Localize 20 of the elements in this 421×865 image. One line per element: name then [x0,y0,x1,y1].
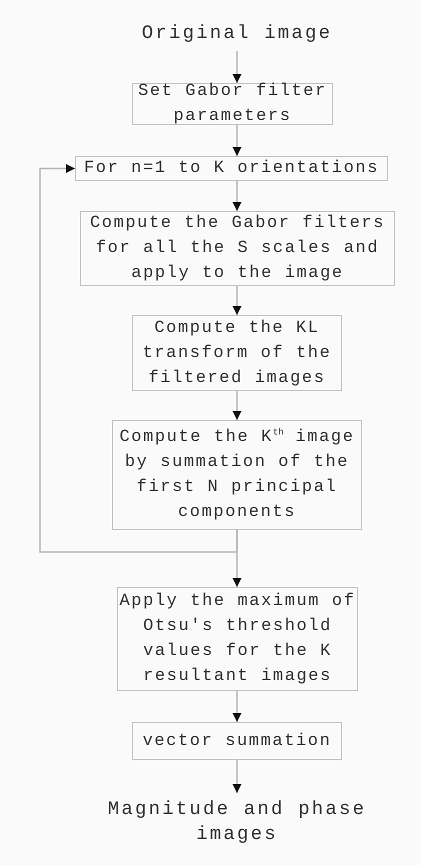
terminal-label: Magnitude and phase images [106,797,368,847]
step-text: Apply the maximum of Otsu's threshold values for the K resultant images [118,591,357,688]
arrow [232,691,242,722]
step-text: vector summation [142,730,332,752]
arrow [232,125,242,156]
arrow [232,181,242,211]
process-box [132,722,342,760]
terminal-label: Original image [142,20,332,46]
step-text: Set Gabor filter parameters [137,81,328,128]
step-text: For n=1 to K orientations [84,158,380,180]
arrow [232,286,242,315]
step-text: Compute the KL transform of the filtered images [142,318,332,390]
arrow [232,760,242,793]
step-text: Compute the Gabor filters for all the S scales and apply to the image [88,213,386,285]
arrow [232,391,242,420]
process-box [75,156,388,181]
process-box [112,420,362,530]
arrow [232,51,242,83]
step-text: Compute the K$^{th}$ image by summation of the first N principal components [118,426,356,524]
arrow [39,164,238,553]
